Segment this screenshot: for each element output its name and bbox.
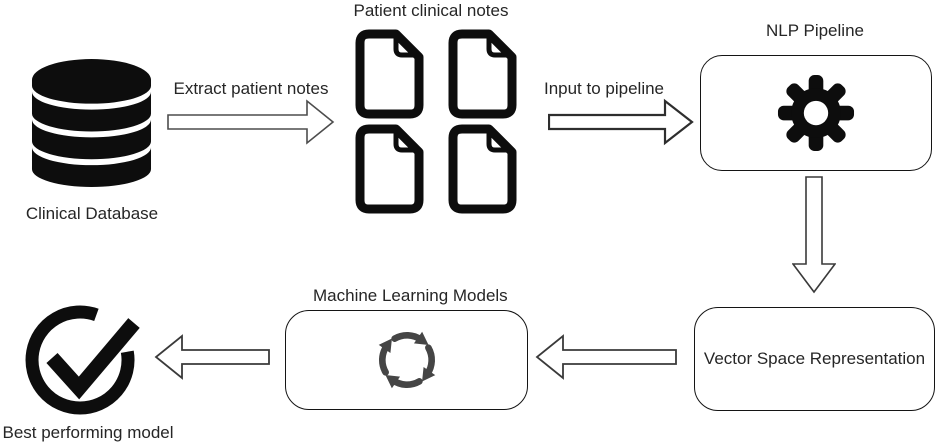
gear-icon xyxy=(777,74,855,152)
best-model-label: Best performing model xyxy=(2,423,174,442)
nlp-pipeline-label: NLP Pipeline xyxy=(766,21,864,40)
nlp-pipeline-box xyxy=(700,55,932,171)
ml-models-label: Machine Learning Models xyxy=(313,286,508,305)
arrow-down-icon xyxy=(792,176,836,294)
vector-space-box: Vector Space Representation xyxy=(694,307,935,411)
database-icon xyxy=(31,59,152,187)
edge-label-input-to-pipeline: Input to pipeline xyxy=(543,79,665,98)
clinical-database-label: Clinical Database xyxy=(25,204,159,223)
edge-label-extract-patient-notes: Extract patient notes xyxy=(173,79,329,98)
document-icon xyxy=(355,124,424,214)
ml-models-box xyxy=(285,310,528,410)
check-circle-icon xyxy=(25,305,140,415)
arrow-left-icon xyxy=(535,334,677,380)
document-icon xyxy=(448,29,517,119)
document-icon xyxy=(355,29,424,119)
arrow-right-icon xyxy=(167,99,335,145)
arrow-left-icon xyxy=(154,334,270,380)
arrow-right-icon xyxy=(548,98,694,146)
vector-space-label: Vector Space Representation xyxy=(703,349,926,369)
patient-notes-label: Patient clinical notes xyxy=(353,1,509,20)
document-icon xyxy=(448,124,517,214)
cycle-icon xyxy=(369,322,445,398)
